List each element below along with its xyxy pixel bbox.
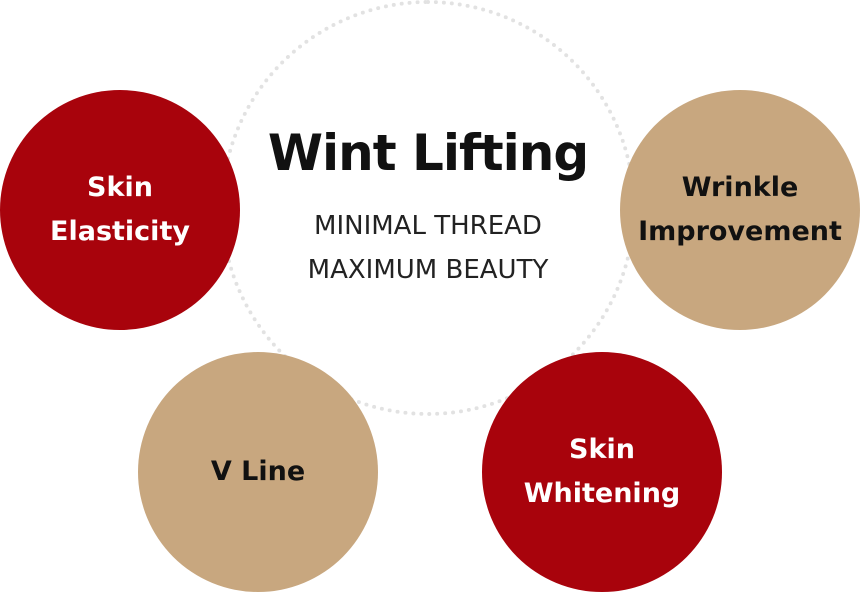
node-skin-whitening: Skin Whitening	[482, 352, 722, 592]
node-label-line-2: Improvement	[638, 216, 842, 247]
node-label-line-2: Whitening	[523, 478, 681, 509]
node-label-line-1: Skin	[87, 172, 153, 203]
subtitle-line-2: MAXIMUM BEAUTY	[307, 255, 549, 285]
node-label-line-1: Skin	[569, 434, 635, 465]
node-wrinkle-improvement: Wrinkle Improvement	[620, 90, 860, 330]
node-label: V Line	[210, 456, 306, 487]
node-skin-elasticity: Skin Elasticity	[0, 90, 240, 330]
node-v-line: V Line	[138, 352, 378, 592]
node-label-line-2: Elasticity	[50, 216, 190, 247]
title: Wint Lifting	[267, 124, 589, 182]
subtitle-line-1: MINIMAL THREAD	[314, 211, 542, 241]
node-label-line-1: Wrinkle	[681, 172, 799, 203]
center-label: Wint Lifting MINIMAL THREAD MAXIMUM BEAU…	[220, 0, 636, 416]
